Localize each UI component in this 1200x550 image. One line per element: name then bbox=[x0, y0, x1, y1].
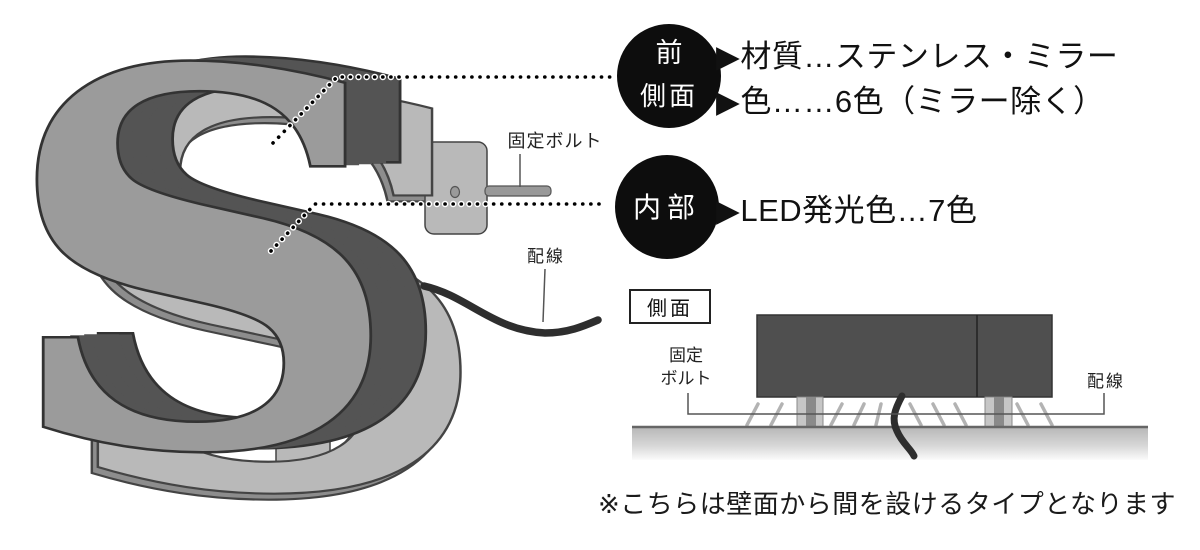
footnote: ※こちらは壁面から間を設けるタイプとなります bbox=[598, 489, 1176, 519]
channel-letter bbox=[0, 0, 459, 550]
front-side-badge-line1: 前 bbox=[656, 38, 683, 68]
side-fixing-bolt-label-1: 固定 bbox=[669, 346, 703, 365]
wiring-leader bbox=[542, 268, 546, 323]
leader-front-side-dots bbox=[271, 75, 615, 145]
callout-interior: 内部 ▶LED発光色…7色 bbox=[615, 155, 977, 259]
side-view-title-box bbox=[629, 289, 711, 324]
side-view-cable bbox=[890, 392, 918, 460]
side-view-title: 側面 bbox=[647, 297, 693, 320]
front-side-badge bbox=[617, 24, 721, 128]
side-fixing-bolt-label-2: ボルト bbox=[661, 369, 712, 388]
spec-color: ▶色……6色（ミラー除く） bbox=[716, 84, 1105, 119]
side-view-post-left bbox=[796, 396, 824, 429]
wiring-label: 配線 bbox=[527, 247, 565, 266]
side-view: 側面 固定 ボルト 配線 bbox=[629, 289, 1148, 460]
side-view-post-right bbox=[984, 396, 1013, 429]
wall-band bbox=[632, 427, 1148, 460]
post-left-core bbox=[806, 397, 816, 428]
callout-front-side: 前 側面 ▶材質…ステンレス・ミラー ▶色……6色（ミラー除く） bbox=[617, 24, 1118, 128]
interior-badge-text: 内部 bbox=[633, 192, 701, 223]
leader-interior bbox=[267, 200, 608, 255]
leader-interior-dots bbox=[269, 202, 606, 253]
fixing-bolt-label: 固定ボルト bbox=[508, 131, 603, 151]
leader-front-side bbox=[269, 73, 617, 147]
wiring-cable bbox=[420, 282, 602, 337]
side-view-body bbox=[756, 314, 1053, 398]
spec-led: ▶LED発光色…7色 bbox=[716, 193, 977, 228]
side-wiring-label: 配線 bbox=[1087, 372, 1125, 391]
interior-badge bbox=[615, 155, 719, 259]
letter-front-face bbox=[0, 0, 404, 550]
side-view-leader bbox=[687, 393, 1105, 415]
front-side-badge-line2: 側面 bbox=[640, 81, 698, 111]
spec-material: ▶材質…ステンレス・ミラー bbox=[716, 39, 1118, 74]
post-right-core bbox=[994, 397, 1004, 428]
